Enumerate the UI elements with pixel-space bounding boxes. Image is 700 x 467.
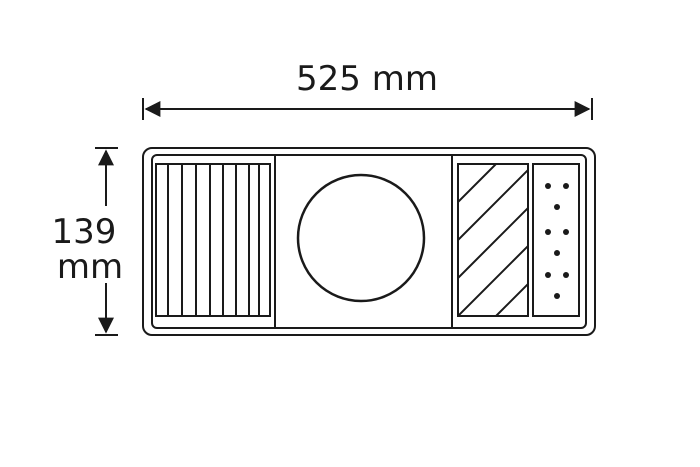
outer-frame bbox=[142, 147, 596, 336]
grill-plate bbox=[155, 163, 271, 317]
device-body bbox=[142, 147, 596, 336]
tray-holes bbox=[545, 183, 569, 299]
width-dimension-label: 525 mm bbox=[296, 59, 438, 99]
hot-plate-circle bbox=[296, 173, 426, 303]
height-unit-label: mm bbox=[57, 247, 123, 287]
height-value-label: 139 bbox=[52, 212, 117, 252]
hatch-lines bbox=[458, 164, 528, 316]
inner-frame bbox=[151, 154, 587, 329]
perforated-tray bbox=[532, 163, 580, 317]
